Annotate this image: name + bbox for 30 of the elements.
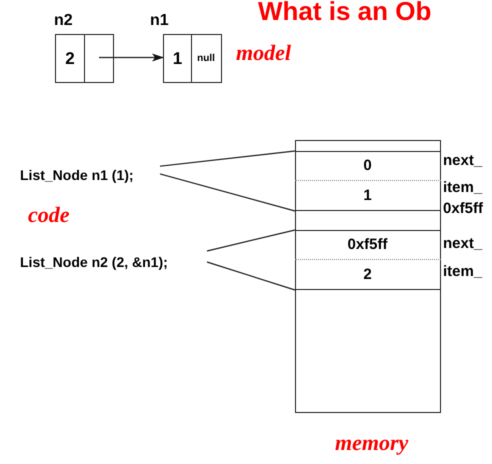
field-name: next_	[443, 152, 482, 169]
leader-line	[160, 173, 296, 212]
item-value: 1	[164, 35, 192, 82]
memory-value: 0xf5ff	[294, 230, 440, 260]
section-label: model	[236, 40, 291, 66]
code-statement: List_Node n2 (2, &n1);	[20, 251, 207, 273]
leader-line	[206, 261, 296, 291]
slide-title: What is an Ob	[258, 0, 432, 27]
code-statement: List_Node n1 (1);	[20, 164, 160, 186]
node-name: n1	[150, 12, 169, 30]
section-label: memory	[335, 430, 408, 456]
leader-line	[160, 150, 296, 167]
item-value: 2	[64, 48, 76, 70]
memory-value: 1	[362, 186, 373, 206]
next-value: null	[196, 52, 216, 66]
arrow	[99, 54, 164, 62]
memory-value: 2	[362, 264, 373, 285]
node-name: n2	[54, 12, 73, 30]
memory-region	[294, 150, 440, 210]
list-node-box	[55, 34, 114, 83]
memory-block	[295, 140, 441, 413]
field-name: item_	[443, 263, 482, 280]
field-name: item_	[443, 179, 482, 196]
memory-value: 0	[294, 152, 440, 181]
section-label: code	[28, 202, 70, 228]
list-node-box	[163, 34, 222, 83]
memory-region	[294, 230, 440, 290]
field-name: next_	[443, 235, 482, 252]
leader-line	[206, 229, 296, 252]
field-name: 0xf5ff	[443, 200, 484, 217]
